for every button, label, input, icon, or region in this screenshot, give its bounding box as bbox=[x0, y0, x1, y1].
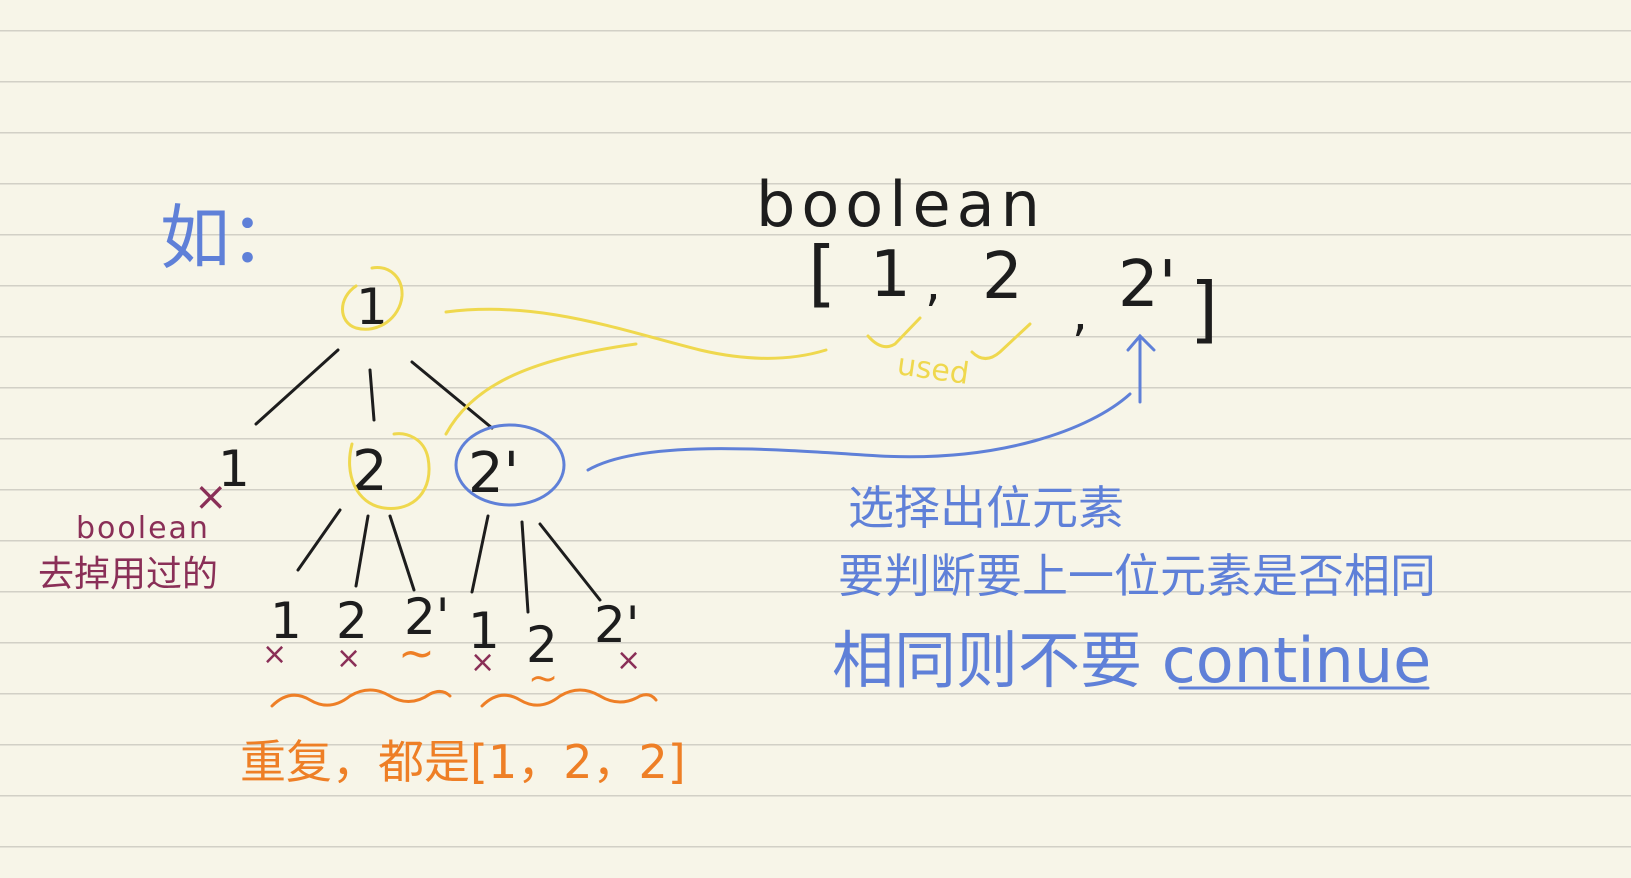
left-note-text: 去掉用过的 bbox=[38, 554, 218, 595]
array-item-1: 1 bbox=[870, 238, 911, 312]
root-to-array-connector bbox=[444, 307, 828, 360]
leaf-dup-mark-1: ~ bbox=[398, 628, 435, 679]
level2-node-1-b: 1 bbox=[468, 602, 500, 660]
branch-2-right bbox=[388, 514, 416, 592]
branch-root-right bbox=[410, 360, 494, 430]
array-item-2: 2 bbox=[982, 240, 1023, 314]
right-note-line-1: 选择出位元素 bbox=[848, 481, 1124, 535]
left-note-title: boolean bbox=[76, 511, 210, 546]
boolean-label: boolean bbox=[756, 168, 1046, 241]
branch-root-left bbox=[254, 348, 340, 426]
branch-2prime-middle bbox=[520, 520, 530, 614]
wave-underline-2 bbox=[480, 688, 658, 708]
wave-underline-1 bbox=[270, 688, 452, 708]
up-arrow bbox=[1126, 333, 1156, 404]
leaf-cross-3: × bbox=[470, 645, 495, 680]
branch-root-middle bbox=[368, 368, 376, 422]
level1-node-2: 2 bbox=[352, 439, 388, 504]
node-2-to-array-connector bbox=[444, 342, 638, 436]
used-check-1 bbox=[866, 316, 922, 349]
level1-node-1-cross: × bbox=[194, 474, 228, 520]
level1-node-2prime-circle bbox=[454, 423, 566, 507]
used-label: used bbox=[895, 347, 971, 392]
title-mark: 如： bbox=[160, 197, 300, 279]
branch-2prime-left bbox=[470, 514, 490, 594]
level2-node-2-b: 2 bbox=[526, 616, 558, 674]
leaf-cross-4: × bbox=[616, 643, 641, 678]
array-close-bracket: ] bbox=[1190, 267, 1218, 351]
bottom-note: 重复，都是[1，2，2] bbox=[240, 735, 686, 789]
level2-node-2prime-a: 2' bbox=[404, 588, 450, 646]
leaf-cross-1: × bbox=[262, 637, 287, 672]
array-separator-1: , bbox=[925, 254, 941, 312]
leaf-dup-mark-2: ~ bbox=[528, 658, 558, 699]
leaf-cross-2: × bbox=[336, 641, 361, 676]
right-note-line-2: 要判断要上一位元素是否相同 bbox=[838, 549, 1436, 603]
level2-node-2-a: 2 bbox=[336, 592, 368, 650]
tree-root-node: 1 bbox=[356, 278, 388, 336]
level2-node-1-a: 1 bbox=[270, 592, 302, 650]
array-open-bracket: [ bbox=[808, 231, 836, 315]
right-note-line-3: 相同则不要 continue bbox=[832, 624, 1431, 697]
array-item-3: 2' bbox=[1118, 248, 1176, 322]
level2-node-2prime-b: 2' bbox=[594, 596, 640, 654]
branch-2-left bbox=[296, 508, 342, 572]
root-circle bbox=[341, 266, 404, 331]
branch-2-middle bbox=[354, 514, 370, 588]
used-check-2 bbox=[970, 322, 1032, 360]
branch-2prime-right bbox=[538, 522, 602, 602]
level1-node-2-circle bbox=[348, 432, 431, 510]
array-separator-2: , bbox=[1072, 284, 1088, 342]
node-2prime-to-array-connector bbox=[586, 392, 1132, 472]
level1-node-1: 1 bbox=[218, 440, 250, 498]
